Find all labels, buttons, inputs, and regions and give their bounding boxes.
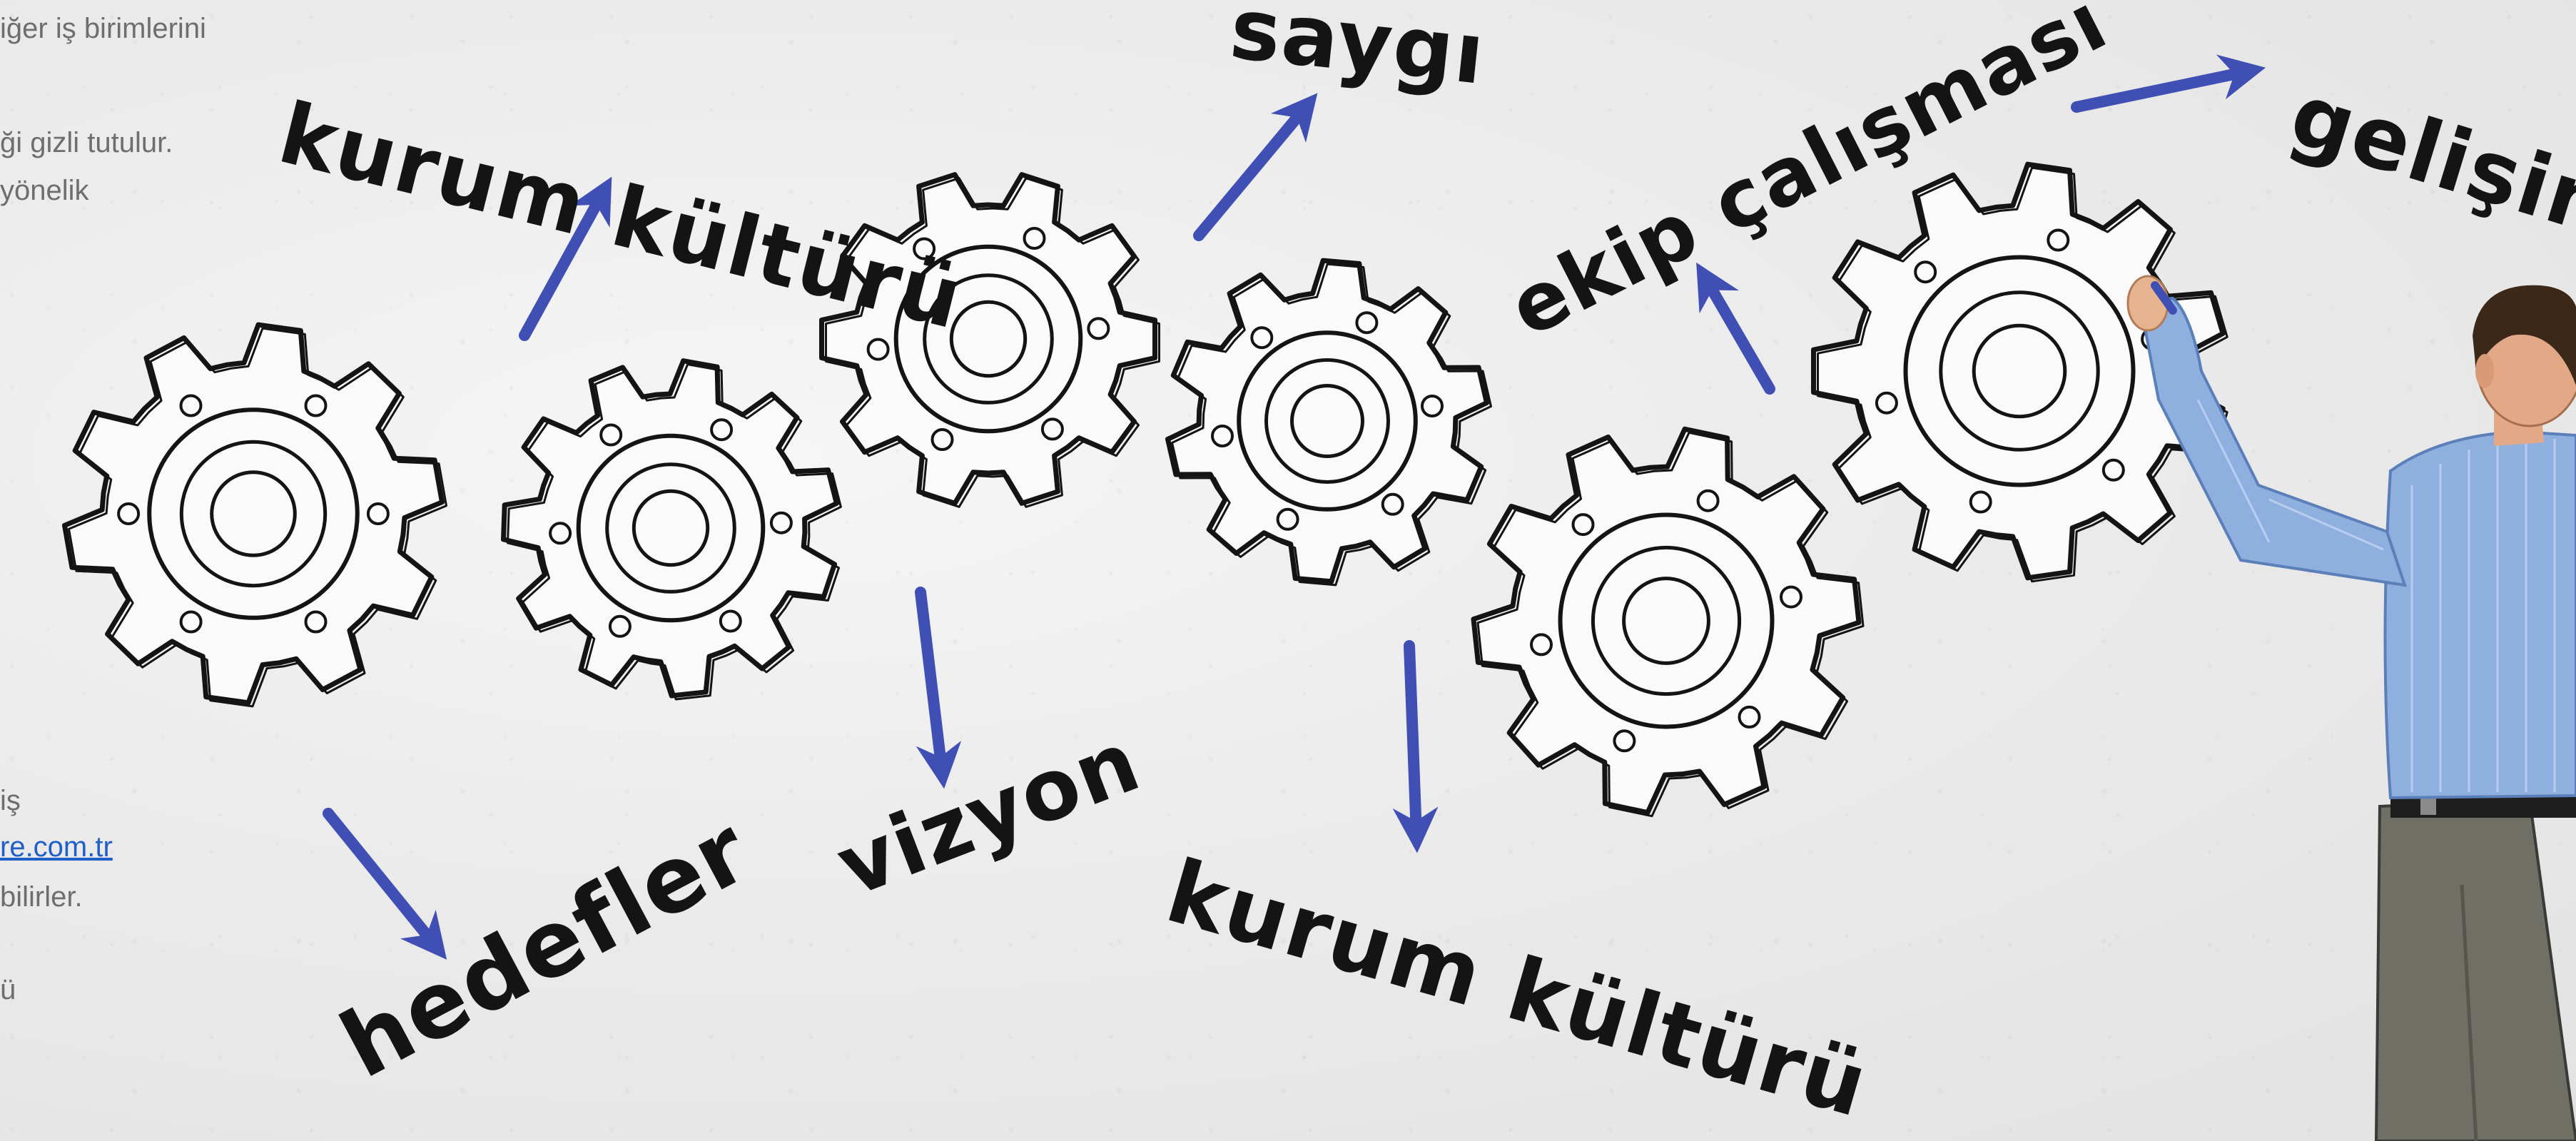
gear-icon [501, 358, 842, 701]
gear-icon [1471, 426, 1865, 818]
left-text-line-5: bilirler. [0, 881, 83, 913]
arrow-icon [1193, 93, 1318, 241]
arrow-icon [1696, 262, 1775, 395]
gear-icon [819, 172, 1160, 508]
left-text-line-6: ü [0, 974, 16, 1005]
left-text-link[interactable]: re.com.tr [0, 831, 113, 863]
left-text-line-1: iğer iş birimlerini [0, 13, 206, 44]
left-text-line-3: yönelik [0, 175, 89, 206]
gear-icon [1165, 258, 1492, 587]
arrow-icon [519, 176, 612, 341]
arrow-icon [1392, 640, 1439, 853]
left-text-line-4: iş [0, 785, 21, 816]
gear-icon [62, 322, 447, 708]
person-icon [2126, 275, 2576, 1141]
arrow-icon [915, 587, 962, 789]
gear-icon [1811, 161, 2228, 583]
arrow-icon [2071, 54, 2266, 113]
left-text-line-2: ği gizli tutulur. [0, 127, 173, 158]
arrow-icon [323, 808, 447, 960]
